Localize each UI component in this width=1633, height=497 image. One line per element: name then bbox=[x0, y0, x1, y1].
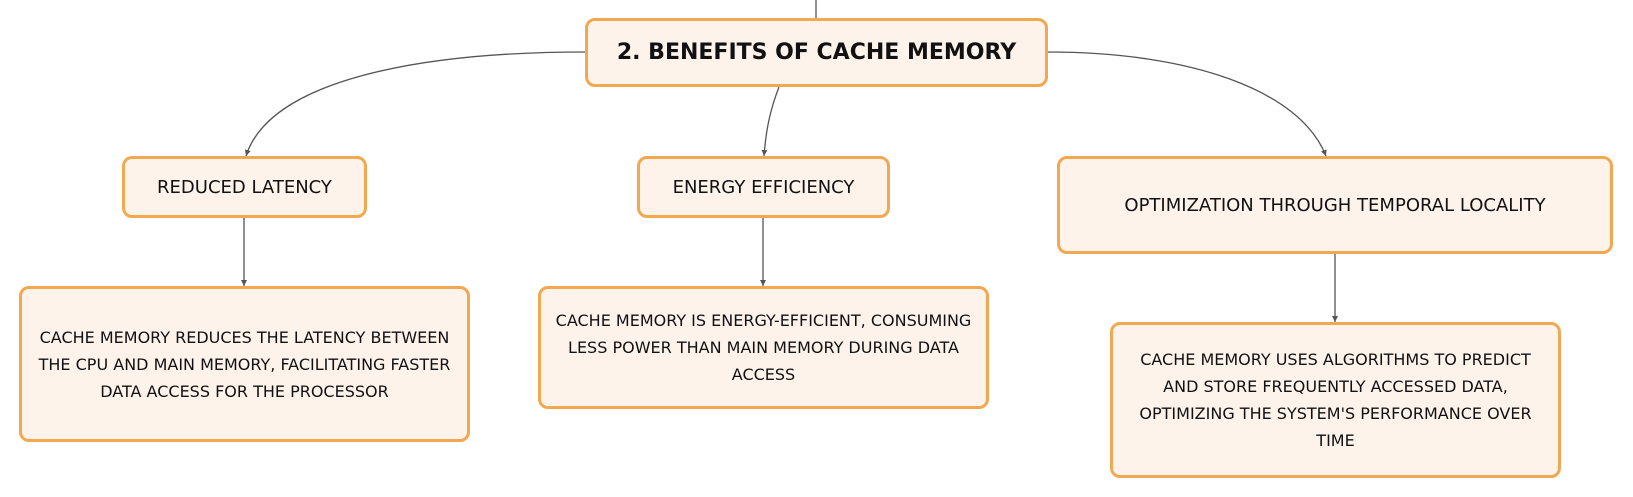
connector-root-to-temporal-locality bbox=[1047, 51, 1327, 157]
detail-node-reduced-latency[interactable]: CACHE MEMORY REDUCES THE LATENCY BETWEEN… bbox=[19, 286, 470, 442]
branch-node-temporal-locality[interactable]: OPTIMIZATION THROUGH TEMPORAL LOCALITY bbox=[1057, 156, 1613, 254]
detail-node-energy-efficiency[interactable]: CACHE MEMORY IS ENERGY-EFFICIENT, CONSUM… bbox=[538, 286, 989, 409]
connector-root-to-energy-efficiency bbox=[761, 86, 780, 157]
connector-root-to-reduced-latency bbox=[244, 51, 586, 157]
branch-node-energy-efficiency[interactable]: ENERGY EFFICIENCY bbox=[637, 156, 890, 218]
branch-label: ENERGY EFFICIENCY bbox=[672, 176, 855, 198]
detail-node-temporal-locality[interactable]: CACHE MEMORY USES ALGORITHMS TO PREDICT … bbox=[1110, 322, 1561, 478]
branch-label: OPTIMIZATION THROUGH TEMPORAL LOCALITY bbox=[1124, 194, 1546, 216]
branch-node-reduced-latency[interactable]: REDUCED LATENCY bbox=[122, 156, 367, 218]
root-node-label: 2. BENEFITS OF CACHE MEMORY bbox=[616, 40, 1017, 65]
detail-text: CACHE MEMORY REDUCES THE LATENCY BETWEEN… bbox=[38, 327, 451, 401]
root-node[interactable]: 2. BENEFITS OF CACHE MEMORY bbox=[585, 18, 1048, 87]
detail-text: CACHE MEMORY IS ENERGY-EFFICIENT, CONSUM… bbox=[555, 311, 972, 384]
detail-text: CACHE MEMORY USES ALGORITHMS TO PREDICT … bbox=[1139, 350, 1532, 450]
branch-label: REDUCED LATENCY bbox=[157, 176, 332, 198]
